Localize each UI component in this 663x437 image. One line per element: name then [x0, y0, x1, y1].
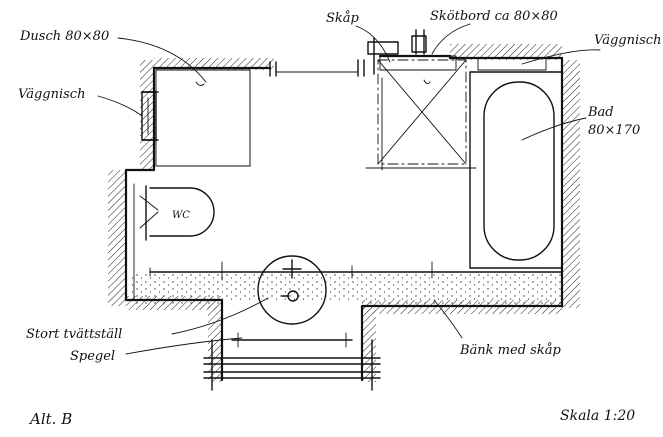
label-spegel: Spegel	[70, 349, 115, 364]
bottom-window-alcove	[203, 339, 381, 391]
label-bank-med-skap: Bänk med skåp	[459, 342, 561, 358]
centre-lines	[133, 77, 477, 301]
label-wc: WC	[172, 210, 190, 221]
label-stort-tvattstall: Stort tvättställ	[26, 327, 122, 342]
label-skala: Skala 1:20	[560, 408, 635, 424]
cabinet-and-changing-table	[367, 29, 467, 165]
label-bad: Bad	[587, 105, 614, 120]
toilet	[139, 185, 215, 241]
mirror	[231, 332, 353, 348]
label-bad-size: 80×170	[588, 123, 640, 138]
leader-lines	[97, 23, 601, 355]
label-vaggnisch-left: Väggnisch	[18, 87, 85, 102]
shower-area	[155, 69, 251, 167]
label-skotbord: Skötbord ca 80×80	[430, 9, 558, 24]
label-vaggnisch-right: Väggnisch	[594, 33, 661, 48]
right-wall-niche	[477, 57, 547, 71]
label-skap: Skåp	[326, 10, 360, 26]
bathtub	[469, 71, 563, 269]
label-alt: Alt. B	[28, 410, 72, 428]
washbasin	[257, 255, 327, 325]
label-dusch: Dusch 80×80	[19, 29, 109, 44]
wall-outlines	[124, 54, 564, 382]
counter-bench	[130, 261, 563, 304]
